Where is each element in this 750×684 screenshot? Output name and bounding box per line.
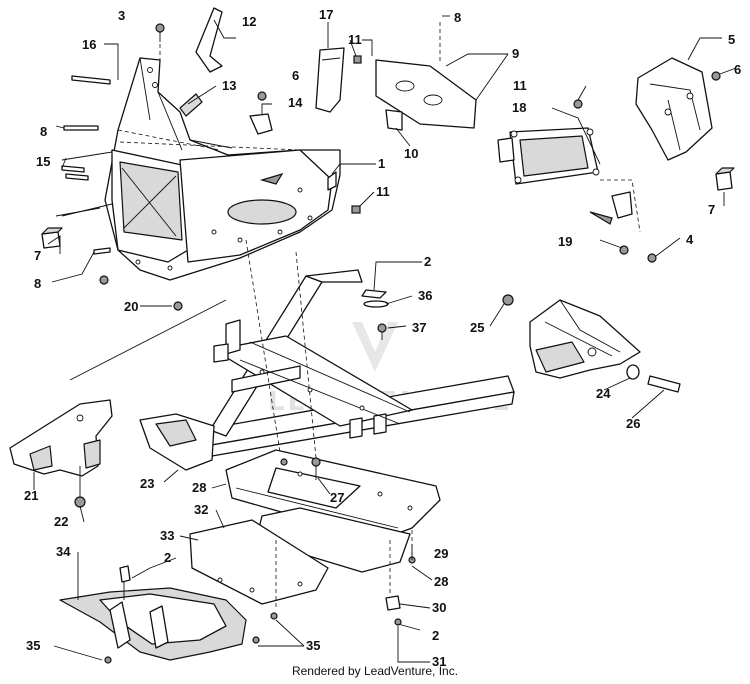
callout-8b: 8: [40, 124, 47, 139]
control-module: [497, 99, 600, 185]
callout-1: 1: [378, 156, 385, 171]
callout-30: 30: [432, 600, 446, 615]
lower-panel: [189, 519, 329, 605]
callout-28b: 28: [434, 574, 448, 589]
callout-11b: 11: [376, 184, 390, 199]
front-frame-panel: [104, 57, 341, 281]
callout-7a: 7: [34, 248, 41, 263]
front-guard: [59, 565, 247, 661]
callout-22: 22: [54, 514, 68, 529]
callout-17: 17: [319, 7, 333, 22]
callout-15: 15: [36, 154, 50, 169]
callout-2a: 2: [424, 254, 431, 269]
callout-23: 23: [140, 476, 154, 491]
callout-3: 3: [118, 8, 125, 23]
loose-hardware: [104, 289, 416, 664]
front-arrow-icon: [259, 172, 284, 185]
callout-35b: 35: [306, 638, 320, 653]
callout-24: 24: [596, 386, 611, 401]
callout-7b: 7: [708, 202, 715, 217]
callout-20: 20: [124, 299, 138, 314]
callout-2b: 2: [164, 550, 171, 565]
render-credit: Rendered by LeadVenture, Inc.: [291, 664, 459, 678]
callout-25: 25: [470, 320, 484, 335]
callout-11c: 11: [513, 78, 527, 93]
callout-35a: 35: [26, 638, 40, 653]
side-bracket: [9, 399, 113, 508]
callout-34: 34: [56, 544, 71, 559]
callout-28a: 28: [192, 480, 206, 495]
callout-4: 4: [686, 232, 694, 247]
rear-frame-section: [502, 294, 681, 393]
callout-36: 36: [418, 288, 432, 303]
callouts: 3 16 12 13 6 14 17 11 8 9 10 1 11 11 18 …: [24, 7, 741, 669]
callout-2c: 2: [432, 628, 439, 643]
callout-8c: 8: [34, 276, 41, 291]
right-bracket: [635, 57, 735, 191]
callout-16: 16: [82, 37, 96, 52]
front-arrow-icon-2: [589, 211, 613, 225]
callout-33: 33: [160, 528, 174, 543]
callout-27: 27: [330, 490, 344, 505]
front-skid: [139, 413, 215, 471]
callout-9: 9: [512, 46, 519, 61]
module-mount-hardware: [589, 179, 657, 263]
fasteners-top-left: [41, 7, 362, 311]
callout-8a: 8: [454, 10, 461, 25]
callout-32: 32: [194, 502, 208, 517]
callout-29: 29: [434, 546, 448, 561]
callout-5: 5: [728, 32, 735, 47]
callout-26: 26: [626, 416, 640, 431]
callout-31: 31: [432, 654, 446, 669]
callout-11a: 11: [348, 32, 362, 47]
callout-21: 21: [24, 488, 38, 503]
bottom-skid-plate: [225, 449, 441, 541]
leader-lines: [33, 15, 737, 663]
callout-18: 18: [512, 100, 526, 115]
callout-14: 14: [288, 95, 303, 110]
callout-19: 19: [558, 234, 572, 249]
callout-13: 13: [222, 78, 236, 93]
callout-10: 10: [404, 146, 418, 161]
main-frame: [199, 269, 515, 457]
top-plate: [375, 22, 477, 131]
callout-12: 12: [242, 14, 256, 29]
callout-6b: 6: [734, 62, 741, 77]
callout-6: 6: [292, 68, 299, 83]
callout-37: 37: [412, 320, 426, 335]
